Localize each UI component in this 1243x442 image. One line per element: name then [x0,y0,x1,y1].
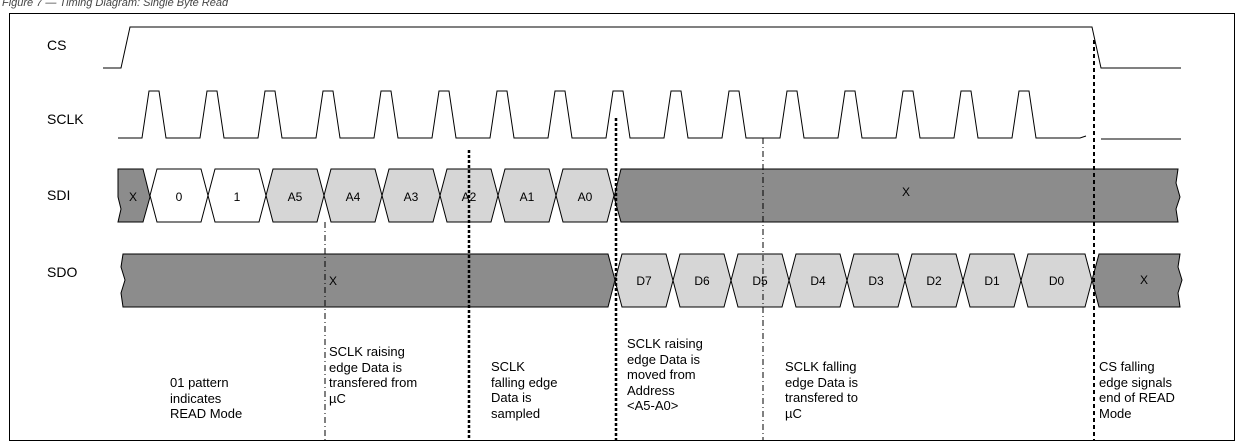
sdo-cell-label: X [329,274,337,288]
cs-label: CS [47,37,67,53]
sdi-cell-label: A4 [346,190,361,204]
sdo-cell-x-start [120,253,616,308]
sdo-cell-label: D1 [984,274,1000,288]
sdi-cell-label: A5 [288,190,303,204]
sdi-cell-label: A0 [578,190,593,204]
sdi-cell-label: X [129,190,137,204]
note-sclk-falling-sample: SCLK falling edge Data is sampled [491,359,558,421]
sdi-cell-label: 1 [234,190,241,204]
sdo-label: SDO [47,264,78,280]
sdi-cell-label: A3 [404,190,419,204]
sdo-cell-label: D5 [752,274,768,288]
sclk-label: SCLK [47,111,84,127]
sdo-cell-label: X [1140,273,1148,287]
cs-waveform [103,26,1181,69]
sdo-cell-label: D2 [926,274,942,288]
note-sclk-rising-move: SCLK raising edge Data is moved from Add… [627,336,703,413]
sdo-cell-label: D4 [810,274,826,288]
sclk-waveform [118,90,1087,139]
sdo-cell-label: D3 [868,274,884,288]
sdo-cell-label: D7 [636,274,652,288]
note-sclk-falling-transfer: SCLK falling edge Data is transfered to … [785,359,858,421]
diagram-frame [9,13,1235,441]
note-read-pattern: 01 pattern indicates READ Mode [170,375,243,421]
sdi-cell-label: X [902,185,910,199]
note-sclk-rising-transfer: SCLK raising edge Data is transfered fro… [329,344,418,406]
sdi-cell-label: A1 [520,190,535,204]
sdo-cell-x-end [1091,253,1183,308]
sdo-cell-label: D6 [694,274,710,288]
sdi-cell-x-end [613,168,1181,223]
note-cs-falling-end: CS falling edge signals end of READ Mode [1099,359,1175,421]
sdo-cell-label: D0 [1049,274,1065,288]
sdi-cell-label: 0 [176,190,183,204]
sdi-cell-x-start [117,168,151,223]
figure-caption: Figure 7 — Timing Diagram: Single Byte R… [2,0,229,9]
sdi-label: SDI [47,187,71,203]
